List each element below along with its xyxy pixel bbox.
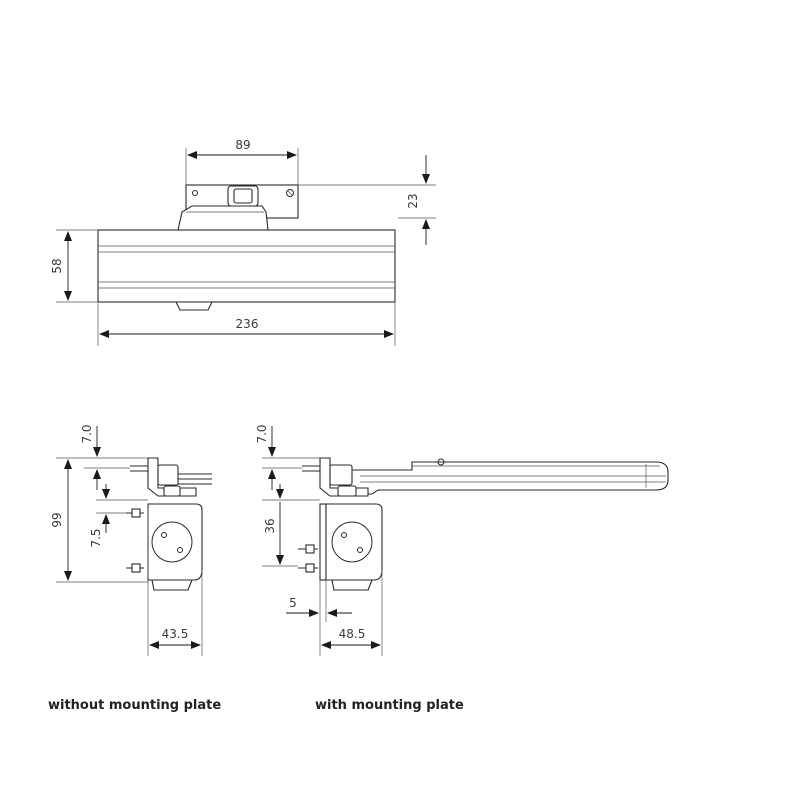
mounting-plate <box>319 503 327 581</box>
side-view-without-plate: 7.0 99 7.5 43.5 <box>50 424 212 656</box>
dim-label-right-width: 48.5 <box>339 627 366 641</box>
arm-pivot <box>437 458 445 466</box>
closer-body-side <box>147 503 203 581</box>
spindle-circle-plate <box>331 521 373 563</box>
spindle-circle <box>151 521 193 563</box>
bracket-screw-hole-left <box>192 190 198 196</box>
dim-label-top-arm-width: 89 <box>235 138 250 152</box>
dim-label-body-height: 58 <box>50 258 64 273</box>
dim-label-left-small-offset: 7.5 <box>89 528 103 547</box>
caption-with-mounting-plate: with mounting plate <box>315 698 464 713</box>
dim-label-right-top-offset: 7.0 <box>255 424 269 443</box>
arm-link <box>177 205 269 231</box>
arm-boss-side <box>157 464 179 486</box>
side-view-with-plate: 7.0 36 5 48.5 <box>255 424 669 656</box>
closer-body-side-plate <box>325 503 383 581</box>
bracket-screw-hole-right <box>286 189 294 197</box>
caption-without-mounting-plate: without mounting plate <box>48 698 222 713</box>
top-view: 89 23 58 236 <box>50 138 436 346</box>
arm-extension <box>339 461 669 495</box>
dim-label-left-top-offset: 7.0 <box>80 424 94 443</box>
dim-label-body-length: 236 <box>236 317 259 331</box>
arm-boss-side-plate <box>329 464 353 486</box>
dim-label-bracket-height: 23 <box>406 193 420 208</box>
closer-body <box>97 229 396 303</box>
dim-label-right-height: 36 <box>263 518 277 533</box>
dim-label-left-total-height: 99 <box>50 512 64 527</box>
dim-label-right-plate-offset: 5 <box>289 596 297 610</box>
closer-bottom-boss <box>175 301 213 311</box>
dim-label-left-width: 43.5 <box>162 627 189 641</box>
